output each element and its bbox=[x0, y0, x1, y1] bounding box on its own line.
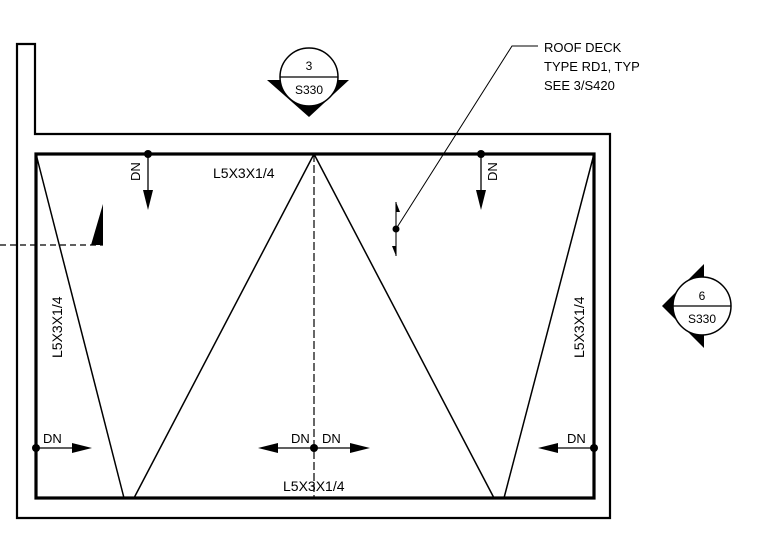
slope-label-top-right: DN bbox=[485, 162, 500, 181]
note-leader-line bbox=[395, 45, 538, 230]
slope-label-right: DN bbox=[567, 431, 586, 446]
section-callout-top bbox=[267, 47, 349, 117]
slope-arrow-top-right bbox=[476, 150, 486, 210]
slope-arrow-left bbox=[32, 443, 92, 453]
deck-note-line-3: SEE 3/S420 bbox=[544, 78, 615, 93]
member-label-bottom: L5X3X1/4 bbox=[283, 478, 345, 494]
slope-label-center-left: DN bbox=[291, 431, 310, 446]
deck-span-lines bbox=[35, 153, 595, 499]
section-callout-right-sheet: S330 bbox=[688, 312, 716, 326]
slope-label-left: DN bbox=[43, 431, 62, 446]
section-cut-marker bbox=[91, 204, 103, 245]
section-callout-top-number: 3 bbox=[306, 59, 313, 73]
section-callout-right-number: 6 bbox=[699, 289, 706, 303]
framed-bay-outline bbox=[34, 152, 596, 500]
section-callout-top-sheet: S330 bbox=[295, 83, 323, 97]
section-callout-right bbox=[662, 264, 732, 348]
slope-label-center-right: DN bbox=[322, 431, 341, 446]
slope-arrow-right bbox=[538, 443, 598, 453]
member-label-top: L5X3X1/4 bbox=[213, 165, 275, 181]
wall-outline bbox=[15, 42, 612, 520]
slope-label-top-left: DN bbox=[128, 162, 143, 181]
slope-arrow-top-left bbox=[143, 150, 153, 210]
deck-note-line-1: ROOF DECK bbox=[544, 40, 622, 55]
member-label-left: L5X3X1/4 bbox=[49, 296, 65, 358]
slope-arrow-center bbox=[258, 443, 370, 453]
member-label-right: L5X3X1/4 bbox=[571, 296, 587, 358]
deck-note-line-2: TYPE RD1, TYP bbox=[544, 59, 640, 74]
